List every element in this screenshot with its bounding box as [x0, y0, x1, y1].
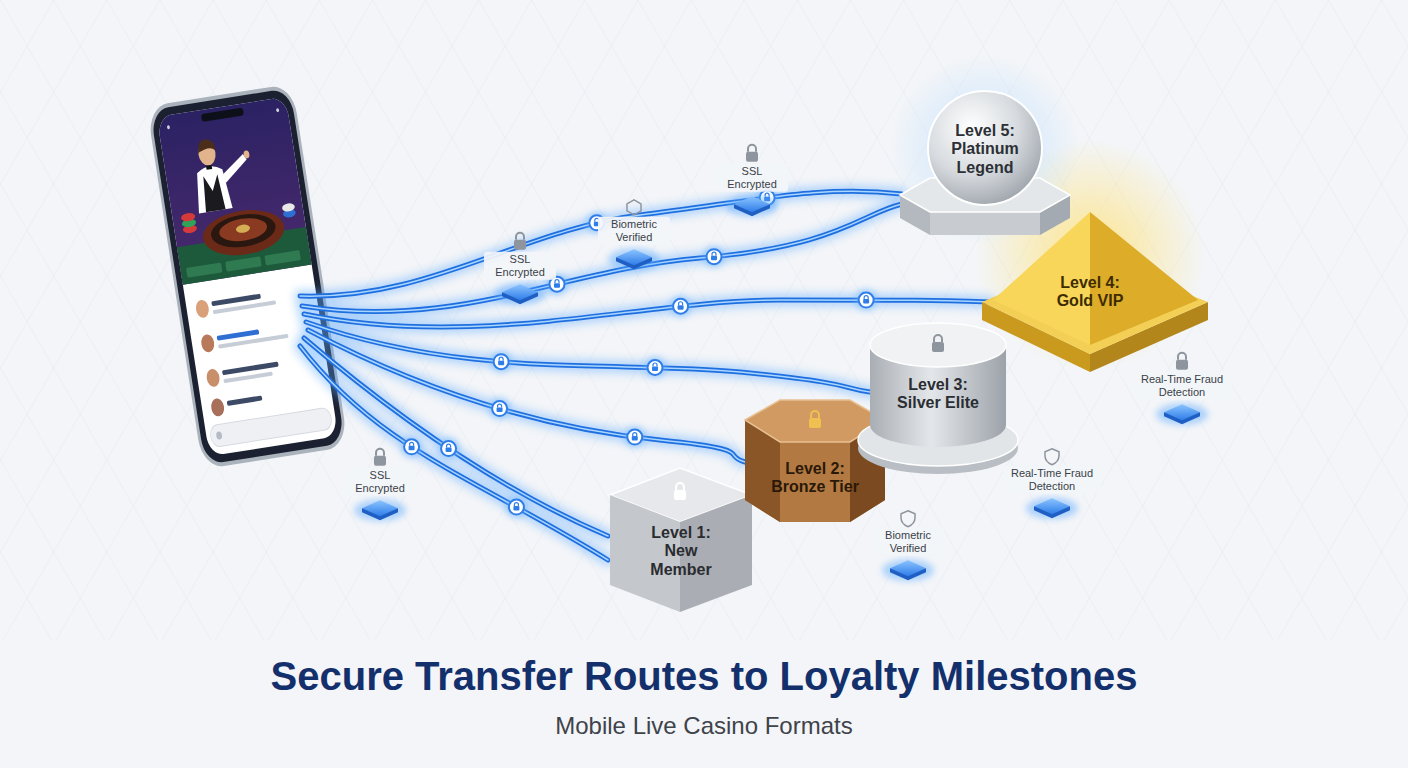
pedestal-shape	[856, 318, 1022, 468]
badge-icon	[514, 233, 526, 250]
badge-tile	[494, 283, 546, 305]
route-lock-node	[703, 246, 725, 268]
route-lock-node	[670, 295, 692, 317]
badge-tile	[1156, 403, 1208, 425]
route-lock-node	[624, 426, 646, 448]
tier-label: Level 2: Bronze Tier	[765, 460, 865, 497]
tier-label: Level 3: Silver Elite	[888, 376, 988, 413]
security-badge-label: SSL Encrypted	[344, 468, 416, 496]
security-badge-label: Biometric Verified	[872, 528, 944, 556]
tier-label: Level 5: Platinum Legend	[945, 122, 1025, 177]
badge-icon	[374, 449, 386, 466]
diagram-caption: Mobile Live Casino Formats	[0, 712, 1408, 740]
security-badge-label: Real-Time Fraud Detection	[1003, 466, 1101, 494]
route-lock-node	[489, 398, 511, 420]
badge-icon	[746, 145, 758, 162]
diagram-title: Secure Transfer Routes to Loyalty Milest…	[0, 654, 1408, 699]
badge-tile	[354, 499, 406, 521]
security-badge-label: Real-Time Fraud Detection	[1133, 372, 1231, 400]
badge-tile	[882, 559, 934, 581]
route-lock-node	[490, 351, 512, 373]
badge-icon	[627, 200, 641, 215]
tier-label: Level 4: Gold VIP	[1045, 274, 1135, 311]
route-lock-node	[505, 496, 527, 518]
route-lock-nodes	[401, 187, 878, 518]
badge-tile	[1026, 497, 1078, 519]
badge-icon	[1176, 353, 1188, 370]
tier-pedestal: Level 3: Silver Elite	[856, 318, 1022, 468]
badge-icon	[901, 511, 915, 527]
security-badge-label: Biometric Verified	[598, 217, 670, 245]
tier-pedestal: Level 1: New Member	[596, 462, 768, 616]
security-badge-label: SSL Encrypted	[484, 252, 556, 280]
badge-tile	[726, 195, 778, 217]
route-lock-node	[438, 438, 460, 460]
route-lock-node	[644, 357, 666, 379]
badge-tile	[608, 248, 660, 270]
route-lock-node	[855, 289, 877, 311]
route-lock-node	[401, 436, 423, 458]
badge-icon	[1045, 449, 1059, 465]
tier-pedestal: Level 5: Platinum Legend	[895, 88, 1075, 240]
phone-illustration	[147, 84, 349, 470]
security-badge-label: SSL Encrypted	[716, 164, 788, 192]
tier-label: Level 1: New Member	[636, 524, 726, 579]
